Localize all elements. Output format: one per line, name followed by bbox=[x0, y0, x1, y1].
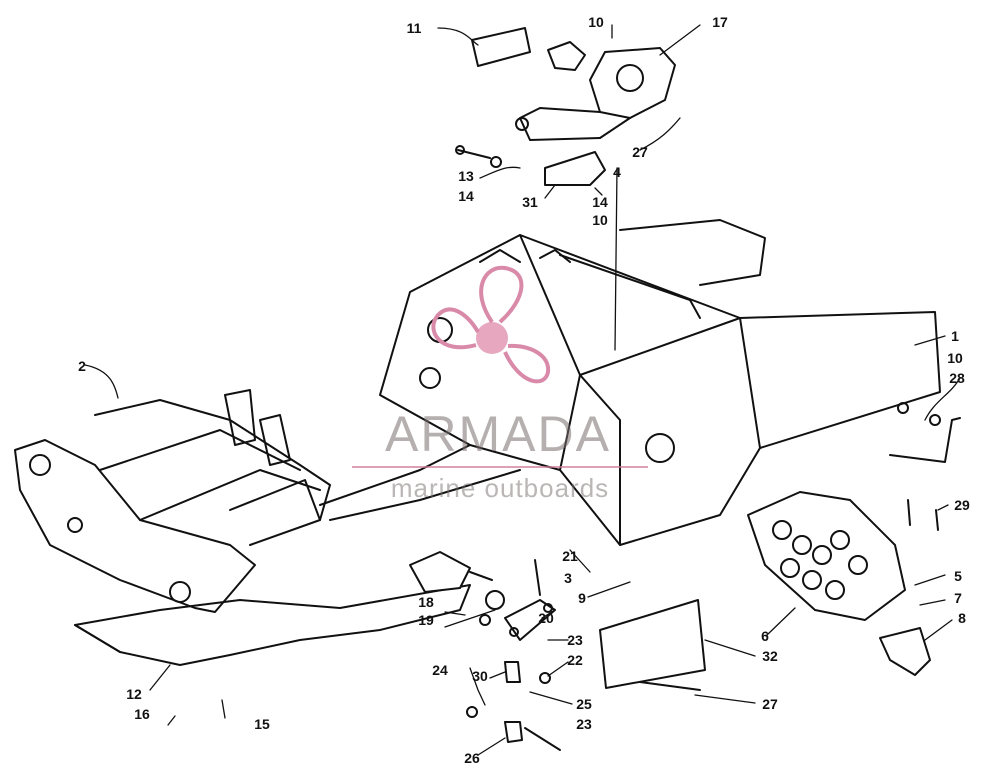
callout-15: 15 bbox=[254, 716, 270, 732]
propeller-icon bbox=[431, 265, 551, 384]
watermark-tagline: marine outboards bbox=[390, 473, 610, 503]
callout-21: 21 bbox=[562, 548, 578, 564]
callout-16: 16 bbox=[134, 706, 150, 722]
lower-bracket bbox=[544, 151, 606, 186]
watermark-rule bbox=[352, 466, 648, 468]
side-plate bbox=[599, 599, 706, 689]
belly-pan bbox=[74, 584, 471, 666]
callout-3: 3 bbox=[564, 570, 572, 586]
callout-1: 1 bbox=[951, 328, 959, 344]
callout-27-top: 27 bbox=[632, 144, 648, 160]
callout-4: 4 bbox=[613, 164, 621, 180]
callout-9: 9 bbox=[578, 590, 586, 606]
callout-25: 25 bbox=[576, 696, 592, 712]
callout-23-mid: 23 bbox=[567, 632, 583, 648]
steering-washer bbox=[547, 41, 586, 71]
callout-14-right: 14 bbox=[592, 194, 608, 210]
callout-14-left: 14 bbox=[458, 188, 474, 204]
callout-23-bottom: 23 bbox=[576, 716, 592, 732]
callout-8: 8 bbox=[958, 610, 966, 626]
callout-11: 11 bbox=[406, 20, 422, 36]
bolt-23 bbox=[524, 727, 561, 751]
callout-30: 30 bbox=[472, 668, 488, 684]
callout-13: 13 bbox=[458, 168, 474, 184]
callout-5: 5 bbox=[954, 568, 962, 584]
foot-bracket bbox=[879, 627, 931, 676]
bolt-21 bbox=[534, 559, 541, 596]
callout-10-top: 10 bbox=[588, 14, 604, 30]
steering-plate bbox=[471, 27, 531, 67]
footrest bbox=[747, 491, 906, 621]
callout-22: 22 bbox=[567, 652, 583, 668]
callout-12: 12 bbox=[126, 686, 142, 702]
watermark-brand: ARMADA bbox=[385, 406, 611, 462]
callout-27-bottom: 27 bbox=[762, 696, 778, 712]
callout-7: 7 bbox=[954, 590, 962, 606]
callout-19: 19 bbox=[418, 612, 434, 628]
shock-absorber bbox=[409, 551, 505, 610]
callout-32: 32 bbox=[762, 648, 778, 664]
callout-29: 29 bbox=[954, 497, 970, 513]
spacer-30 bbox=[504, 661, 521, 683]
callout-10-right: 10 bbox=[947, 350, 963, 366]
callout-31: 31 bbox=[522, 194, 538, 210]
callout-26: 26 bbox=[464, 750, 480, 766]
leader-lines bbox=[84, 24, 961, 756]
callout-10-mid: 10 bbox=[592, 212, 608, 228]
handle-28 bbox=[889, 417, 961, 463]
callout-28: 28 bbox=[949, 370, 965, 386]
bolt-26 bbox=[504, 721, 523, 743]
callout-17: 17 bbox=[712, 14, 728, 30]
front-cradle bbox=[14, 389, 521, 613]
callout-24: 24 bbox=[432, 662, 448, 678]
callout-6: 6 bbox=[761, 628, 769, 644]
callout-20: 20 bbox=[538, 610, 554, 626]
callout-18: 18 bbox=[418, 594, 434, 610]
steering-bracket bbox=[515, 47, 676, 141]
callout-2: 2 bbox=[78, 358, 86, 374]
